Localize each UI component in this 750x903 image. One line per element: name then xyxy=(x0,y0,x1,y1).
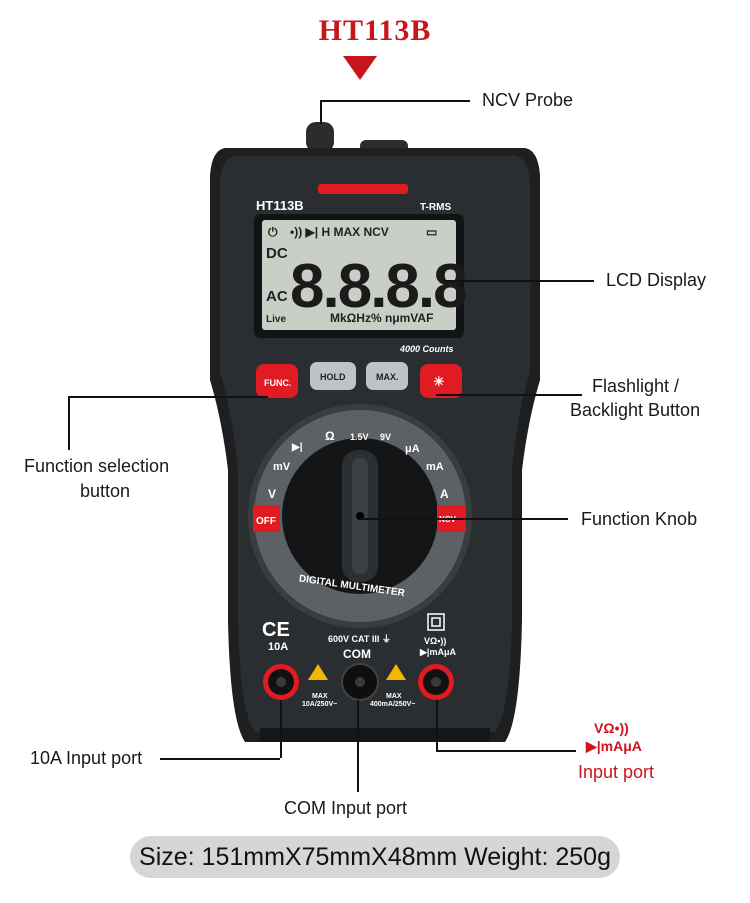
ncv-probe-tip xyxy=(306,122,334,152)
svg-text:VΩ•)): VΩ•)) xyxy=(424,636,446,646)
com-input-callout: COM Input port xyxy=(284,798,408,818)
svg-text:☀: ☀ xyxy=(433,374,445,389)
com-label: COM xyxy=(343,647,371,661)
lcd-dc: DC xyxy=(266,245,288,262)
port-10a-label: 10A xyxy=(268,641,288,653)
svg-text:MAX.: MAX. xyxy=(376,372,399,382)
function-selection-callout-line1: Function selection xyxy=(24,456,170,476)
down-arrow-icon xyxy=(343,56,377,80)
svg-text:mV: mV xyxy=(273,461,291,473)
light-button xyxy=(420,364,462,398)
counts-label: 4000 Counts xyxy=(399,344,454,354)
lcd-icons: •)) ▶| H MAX NCV xyxy=(290,225,389,239)
svg-text:MAX: MAX xyxy=(312,693,328,700)
vohm-callout-mid: ▶|mAμA xyxy=(586,738,642,754)
ncv-probe-callout: NCV Probe xyxy=(482,90,574,110)
ncv-label: NCV xyxy=(439,515,457,524)
cat-rating: 600V CAT III ⏚ xyxy=(328,634,391,644)
svg-text:9V: 9V xyxy=(380,432,391,442)
lcd-units: MkΩHz% nμmVAF xyxy=(330,311,433,325)
vohm-callout-top: VΩ•)) xyxy=(594,720,629,736)
svg-text:A: A xyxy=(440,487,449,501)
lcd-screen xyxy=(262,220,456,330)
svg-text:μA: μA xyxy=(405,443,420,455)
svg-text:Ω: Ω xyxy=(325,429,335,443)
vohm-callout-bottom: Input port xyxy=(578,762,655,782)
svg-text:▭: ▭ xyxy=(426,225,437,239)
off-label: OFF xyxy=(256,516,276,527)
svg-text:FUNC.: FUNC. xyxy=(264,378,292,388)
model-label: HT113B xyxy=(256,198,304,213)
lcd-live: Live xyxy=(266,314,286,325)
svg-text:1.5V: 1.5V xyxy=(350,432,369,442)
func-button xyxy=(256,364,298,398)
lcd-ac: AC xyxy=(266,288,288,305)
svg-text:MAX: MAX xyxy=(386,693,402,700)
svg-text:⏻: ⏻ xyxy=(268,225,278,239)
svg-text:▶|: ▶| xyxy=(291,442,303,453)
product-title: HT113B xyxy=(318,14,432,47)
size-weight-banner: Size: 151mmX75mmX48mm Weight: 250g xyxy=(130,836,620,878)
flashlight-callout-line1: Flashlight / xyxy=(592,376,680,396)
svg-text:HOLD: HOLD xyxy=(320,372,346,382)
svg-text:10A/250V~: 10A/250V~ xyxy=(302,701,337,708)
flashlight-callout-line2: Backlight Button xyxy=(570,400,701,420)
svg-text:mA: mA xyxy=(426,461,444,473)
lcd-display-callout: LCD Display xyxy=(606,270,707,290)
input-10a-callout: 10A Input port xyxy=(30,748,143,768)
function-selection-callout-line2: button xyxy=(80,481,131,501)
function-knob-callout: Function Knob xyxy=(581,509,698,529)
max-button xyxy=(366,362,408,390)
ce-mark: CE xyxy=(262,619,290,641)
svg-text:▶|mAμA: ▶|mAμA xyxy=(419,647,456,657)
trms-label: T-RMS xyxy=(420,202,451,213)
svg-text:400mA/250V~: 400mA/250V~ xyxy=(370,701,415,708)
lcd-digits: 8.8.8.8 xyxy=(290,252,466,321)
hold-button xyxy=(310,362,356,390)
svg-text:V: V xyxy=(268,487,276,501)
